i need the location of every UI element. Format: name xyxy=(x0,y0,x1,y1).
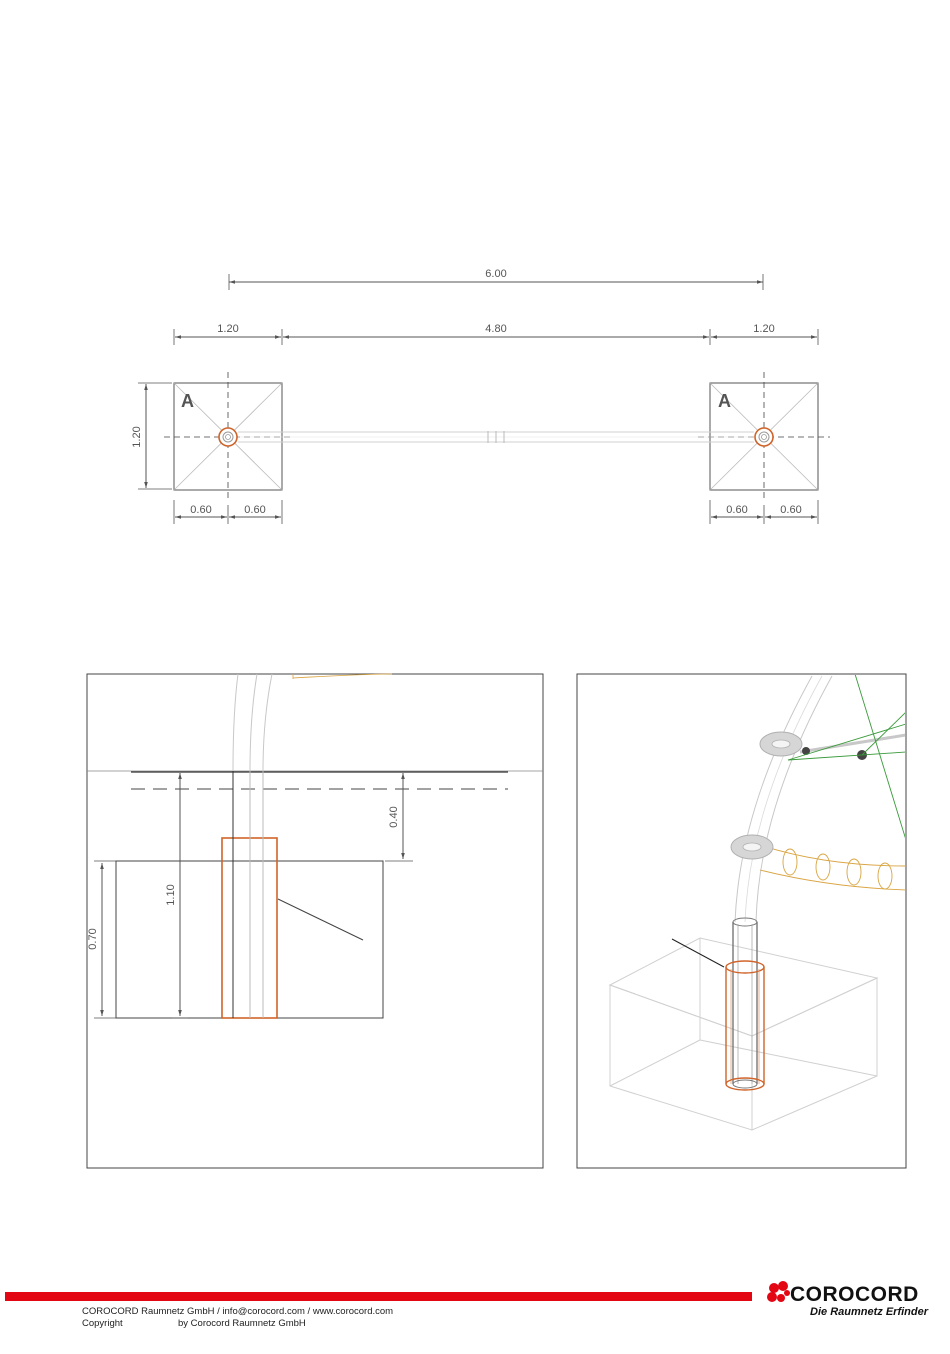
footer-bar xyxy=(5,1292,752,1301)
foundation-right: A xyxy=(698,372,830,500)
dim-middle-label: 4.80 xyxy=(485,323,506,335)
dim-half-label: 0.60 xyxy=(780,504,801,516)
half-dimensions: 0.60 0.60 0.60 0.60 xyxy=(174,500,818,524)
dim-half-label: 0.60 xyxy=(190,504,211,516)
corocord-logo-icon xyxy=(767,1281,790,1302)
isometric-view xyxy=(577,674,906,1168)
dim-depth-label: 0.40 xyxy=(388,806,400,827)
section-frame xyxy=(87,674,543,1168)
dim-left-label: 1.20 xyxy=(217,323,238,335)
footer: COROCORD Raumnetz GmbH / info@corocord.c… xyxy=(5,1281,929,1329)
plan-view: 6.00 1.20 4.80 1.20 1.20 A xyxy=(131,268,830,524)
footer-contact: COROCORD Raumnetz GmbH / info@corocord.c… xyxy=(82,1306,393,1317)
iso-sleeve xyxy=(726,961,764,973)
connecting-tube xyxy=(238,431,754,443)
leader-line xyxy=(278,899,363,940)
iso-block xyxy=(610,938,877,1130)
brand-name: COROCORD xyxy=(790,1283,919,1306)
iso-frame xyxy=(577,674,906,1168)
foundation-label-right: A xyxy=(718,391,731,411)
footer-copyright-label: Copyright xyxy=(82,1318,123,1329)
iso-rope xyxy=(760,845,906,890)
dim-half-label: 0.60 xyxy=(726,504,747,516)
foundation-left: A xyxy=(164,372,294,500)
foundation-label-left: A xyxy=(181,391,194,411)
section-view: 0.40 1.10 0.70 xyxy=(87,674,543,1168)
sleeve-ring xyxy=(755,428,773,446)
iso-leader-line xyxy=(672,939,724,967)
dim-right-label: 1.20 xyxy=(753,323,774,335)
dim-block-label: 0.70 xyxy=(87,928,99,949)
dim-total-label: 6.00 xyxy=(485,268,506,280)
brand-tagline: Die Raumnetz Erfinder xyxy=(810,1306,929,1318)
dim-height-label: 1.20 xyxy=(131,426,143,447)
footer-copyright-value: by Corocord Raumnetz GmbH xyxy=(178,1318,306,1329)
dim-half-label: 0.60 xyxy=(244,504,265,516)
sleeve-ring xyxy=(219,428,237,446)
iso-net xyxy=(788,674,906,840)
clamp-lower xyxy=(731,835,773,859)
dim-total-depth-label: 1.10 xyxy=(165,884,177,905)
